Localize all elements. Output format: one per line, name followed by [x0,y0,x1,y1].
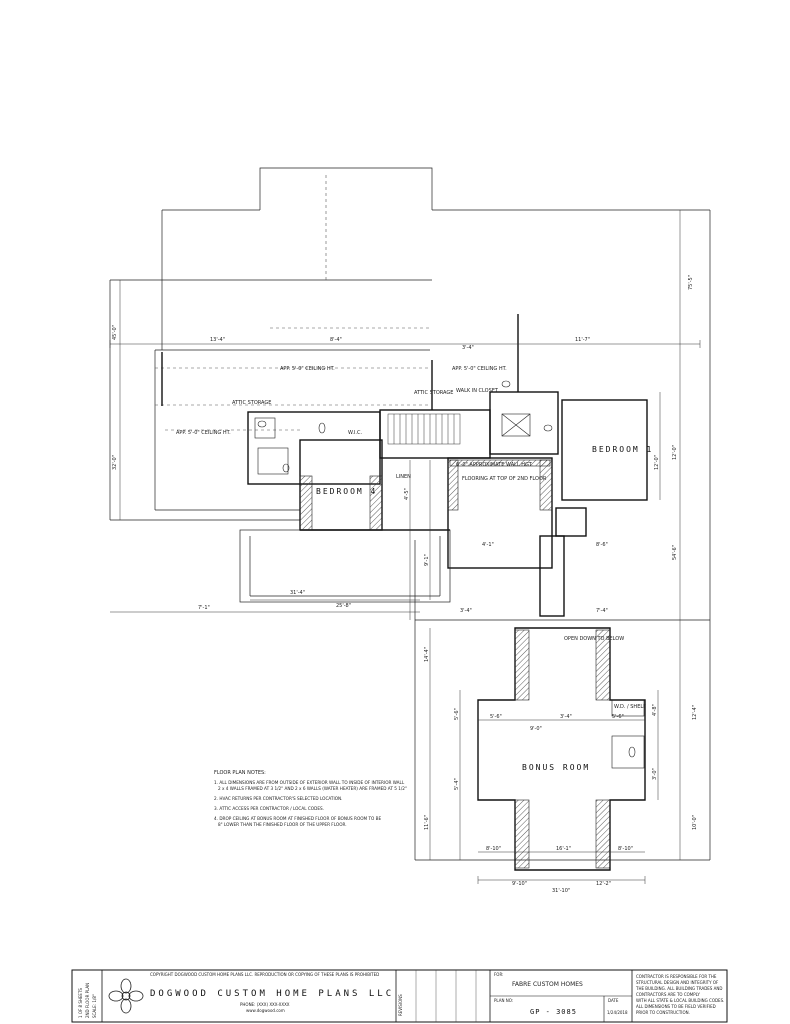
bonus-bath-fixtures [611,699,645,769]
tb-date-value: 1/24/2018 [607,1010,628,1015]
label-approx-wall: 6'-0" APPROXIMATE WALL HGT. [456,462,533,468]
dogwood-flower-logo [108,978,144,1014]
lower-outline [239,529,710,861]
dim-bonus-d: 9'-0" [530,726,542,732]
note-1a: 1. ALL DIMENSIONS ARE FROM OUTSIDE OF EX… [214,780,405,785]
dim-bonus-side-f: 4'-8" [652,704,658,716]
tb-company-name: DOGWOOD CUSTOM HOME PLANS LLC [150,989,394,999]
dim-mid-b: 4'-5" [404,488,410,500]
dimension-lines [109,210,701,884]
label-attic-storage-2: ATTIC STORAGE [414,390,453,396]
tb-phone: PHONE: (XXX) XXX-XXXX [240,1002,290,1007]
tb-plan-no-label: PLAN NO: [494,998,513,1003]
dim-upper-b: 8'-4" [330,337,342,343]
tb-client: FABRE CUSTOM HOMES [512,981,583,988]
bonus-room-knee-walls [514,629,611,869]
dim-bonus-width: 31'-10" [552,888,570,894]
title-block: 1 OF 8 SHEETS 2ND FLOOR PLAN SCALE: 1/8"… [71,969,728,1023]
dim-bonus-side-a: 14'-4" [424,647,430,662]
tb-vertical-plan: 2ND FLOOR PLAN [85,983,90,1018]
upper-floor-walls [161,314,648,617]
dim-mid-f: 7'-4" [596,608,608,614]
tb-plan-no: GP - 3085 [530,1008,577,1016]
dim-bonus-a: 9'-10" [512,881,527,887]
dim-top-overall: 75'-5" [688,275,694,290]
dim-bottom-a: 31'-4" [290,590,305,596]
label-approx-ceiling-3: APP. 5'-0" CEILING HT. [452,366,507,372]
tb-disclaimer-4: CONTRACTORS ARE TO COMPLY [636,992,700,997]
dim-bonus-g: 5'-6" [490,714,502,720]
dim-bonus-side-e: 12'-4" [692,705,698,720]
dim-bottom-b: 25'-8" [336,603,351,609]
floor-plan-notes: FLOOR PLAN NOTES: 1. ALL DIMENSIONS ARE … [214,770,407,827]
dim-left-lower: 32'-0" [112,455,118,470]
tb-website: www.dogwood.com [246,1008,285,1013]
tb-disclaimer-3: THE BUILDING. ALL BUILDING TRADES AND [635,986,722,991]
dim-bonus-i: 8'-10" [618,846,633,852]
dim-mid-c: 9'-1" [424,554,430,566]
dim-bonus-side-h: 10'-0" [692,815,698,830]
label-walk-in-closet: WALK IN CLOSET [456,388,499,394]
notes-title: FLOOR PLAN NOTES: [214,770,266,776]
label-attic-storage: ATTIC STORAGE [232,400,271,406]
room-label-bedroom-1: BEDROOM 1 [592,445,653,454]
tb-vertical-scale: SCALE: 1/8" [92,994,97,1018]
dim-left-overall: 45'-0" [112,325,118,340]
note-2: 2. HVAC RETURNS PER CONTRACTOR'S SELECTE… [214,796,342,801]
tb-disclaimer-1: CONTRACTOR IS RESPONSIBLE FOR THE [636,974,717,979]
note-1b: 2 x 4 WALLS FRAMED AT 3 1/2" AND 2 x 6 W… [218,786,407,791]
tb-revisions: REVISIONS [398,994,403,1016]
note-3: 3. ATTIC ACCESS PER CONTRACTOR / LOCAL C… [214,806,324,811]
dim-bonus-side-c: 5'-6" [454,708,460,720]
label-linen: LINEN [396,474,411,480]
dim-mid-a: 12'-0" [672,445,678,460]
tb-date-label: DATE [608,998,619,1003]
tb-vertical-sheets: 1 OF 8 SHEETS [78,988,83,1018]
label-flooring-line: FLOORING AT TOP OF 2ND FLOOR [462,476,547,482]
dim-bonus-side-b: 11'-6" [424,815,430,830]
dim-upper-c: 11'-7" [575,337,590,343]
dim-bonus-side-d: 5'-4" [454,778,460,790]
dim-bottom-c: 7'-1" [198,605,210,611]
label-wic: W.I.C. [348,430,363,436]
dim-upper-a: 13'-4" [210,337,225,343]
dim-mid-d: 8'-6" [596,542,608,548]
tb-disclaimer-6: ALL DIMENSIONS TO BE FIELD VERIFIED [636,1004,716,1009]
dim-mid-e: 12'-0" [654,455,660,470]
dim-bonus-h: 5'-6" [612,714,624,720]
roof-outline [109,167,711,860]
tb-copyright: COPYRIGHT DOGWOOD CUSTOM HOME PLANS LLC.… [150,972,379,977]
dim-bonus-c: 3'-4" [560,714,572,720]
dim-bonus-side-g: 3'-0" [652,768,658,780]
dim-bonus-f: 8'-10" [486,846,501,852]
dim-bonus-b: 12'-2" [596,881,611,887]
dim-bonus-e: 16'-1" [556,846,571,852]
room-label-bonus-room: BONUS ROOM [522,763,590,772]
tb-for-label: FOR: [494,972,503,977]
room-label-bedroom-4: BEDROOM 4 [316,487,377,496]
bonus-room-walls [477,627,646,871]
dim-mid-g: 3'-4" [460,608,472,614]
label-approx-ceiling-2: APP. 5'-0" CEILING HT. [176,430,231,436]
bath-fixtures-upper [254,380,553,475]
tb-disclaimer-5: WITH ALL STATE & LOCAL BUILDING CODES. [636,998,724,1003]
label-approx-ceiling-1: APP. 5'-0" CEILING HT. [280,366,335,372]
stairs [387,413,461,445]
label-wd-shelf: W.D. / SHELF [614,704,646,710]
note-4a: 4. DROP CEILING AT BONUS ROOM AT FINISHE… [214,816,382,821]
tb-disclaimer-2: STRUCTURAL DESIGN AND INTEGRITY OF [636,980,719,985]
dim-mid-h: 4'-1" [482,542,494,548]
tb-disclaimer-7: PRIOR TO CONSTRUCTION. [636,1010,690,1015]
ridge-lines [155,175,430,431]
dim-upper-d: 3'-4" [462,345,474,351]
label-open-below: OPEN DOWN TO BELOW [564,636,624,642]
note-4b: 8" LOWER THAN THE FINISHED FLOOR OF THE … [218,822,347,827]
knee-walls-upper [299,459,553,531]
dim-right-overall: 54'-6" [672,545,678,560]
